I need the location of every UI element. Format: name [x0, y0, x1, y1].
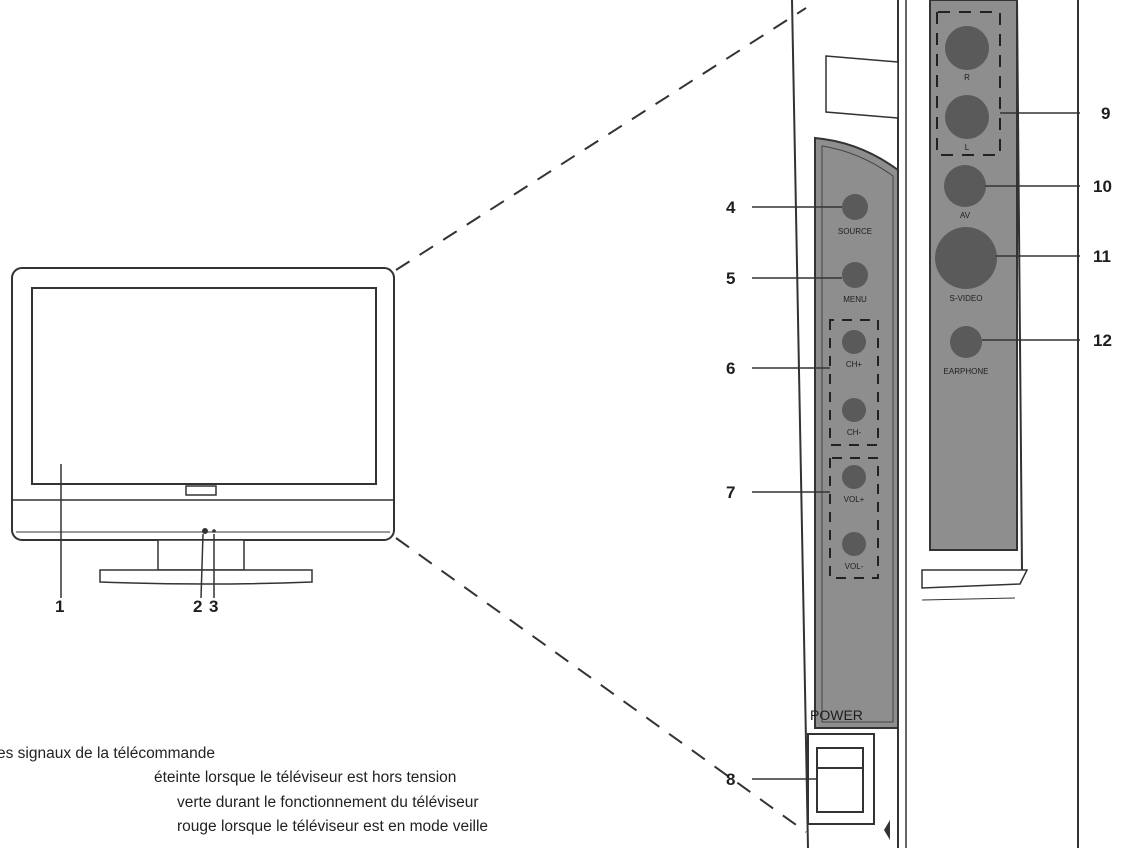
rl-bracket — [936, 11, 1001, 156]
caption-line-2: éteinte lorsque le téléviseur est hors t… — [154, 769, 457, 786]
power-indicator — [212, 529, 216, 533]
left-callouts: 4 5 6 7 8 — [726, 198, 842, 789]
right-callouts: 9 10 11 12 — [982, 104, 1112, 350]
callout-5: 5 — [726, 269, 735, 288]
caption-line-1: es signaux de la télécommande — [0, 745, 215, 762]
callout-6: 6 — [726, 359, 735, 378]
source-button — [842, 194, 868, 220]
source-label: SOURCE — [838, 227, 872, 236]
av-label: AV — [960, 211, 971, 220]
ch-minus-label: CH- — [847, 428, 862, 437]
vol-plus-button — [842, 465, 866, 489]
menu-button — [842, 262, 868, 288]
vol-minus-label: VOL- — [845, 562, 864, 571]
ch-plus-label: CH+ — [846, 360, 863, 369]
callout-3: 3 — [209, 597, 218, 616]
audio-l-label: L — [965, 143, 970, 152]
tv-neck — [157, 539, 245, 571]
caption-line-4: rouge lorsque le téléviseur est en mode … — [177, 818, 489, 835]
vol-bracket — [829, 457, 879, 579]
callout-2: 2 — [193, 597, 202, 616]
svideo-jack — [935, 227, 997, 289]
callout-7: 7 — [726, 483, 735, 502]
projection-line-top — [395, 7, 807, 271]
earphone-label: EARPHONE — [944, 367, 989, 376]
svideo-label: S-VIDEO — [950, 294, 983, 303]
callout-10: 10 — [1093, 177, 1112, 196]
power-switch — [816, 747, 864, 813]
tv-stand-base — [99, 569, 313, 585]
av-jack — [944, 165, 986, 207]
ch-bracket — [829, 319, 879, 446]
leader-2 — [200, 533, 204, 599]
ch-minus-button — [842, 398, 866, 422]
control-buttons: SOURCE MENU CH+ CH- VOL+ VOL- — [829, 194, 879, 579]
side-panel-left — [791, 0, 907, 848]
callout-4: 4 — [726, 198, 736, 217]
menu-label: MENU — [843, 295, 867, 304]
tv-front-view: 1 2 3 — [11, 267, 395, 616]
vol-minus-button — [842, 532, 866, 556]
tv-screen — [31, 287, 377, 485]
power-switch-area: POWER — [807, 707, 890, 840]
tv-logo — [185, 485, 217, 496]
callout-11: 11 — [1093, 247, 1111, 266]
vol-plus-label: VOL+ — [844, 495, 865, 504]
projection-line-bottom — [395, 537, 807, 833]
audio-r-jack — [945, 26, 989, 70]
power-label: POWER — [810, 707, 863, 723]
audio-video-jacks: R L AV S-VIDEO EARPHONE — [935, 11, 1001, 376]
audio-l-jack — [945, 95, 989, 139]
callout-9: 9 — [1101, 104, 1110, 123]
remote-sensor — [202, 528, 208, 534]
earphone-jack — [950, 326, 982, 358]
control-panel — [814, 136, 899, 729]
callout-1: 1 — [55, 597, 64, 616]
audio-r-label: R — [964, 73, 970, 82]
callout-12: 12 — [1093, 331, 1112, 350]
caption-line-3: verte durant le fonctionnement du télévi… — [177, 794, 479, 811]
ch-plus-button — [842, 330, 866, 354]
callout-8: 8 — [726, 770, 735, 789]
